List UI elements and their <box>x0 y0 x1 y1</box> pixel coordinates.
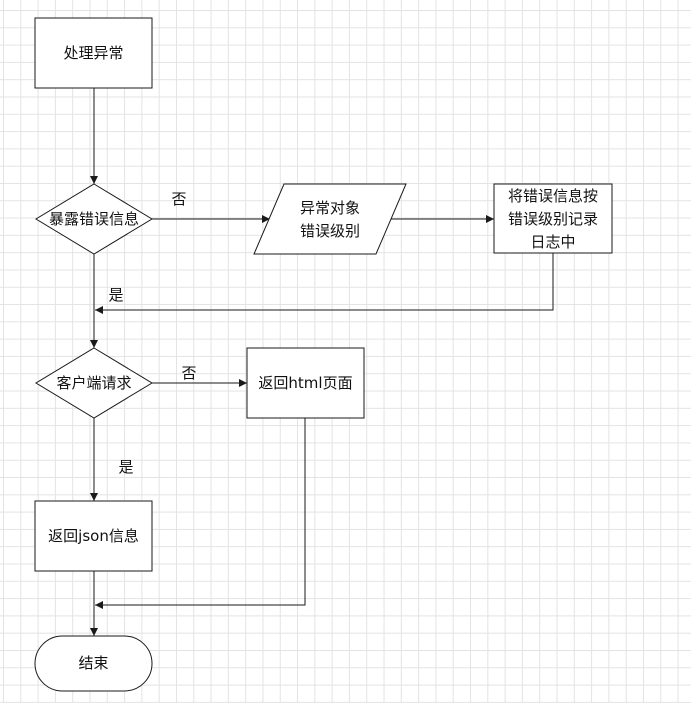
edge-log-to-merge <box>95 253 554 314</box>
node-exception-object: 异常对象 错误级别 <box>253 183 407 255</box>
edge-label-expose-no: 否 <box>171 190 186 208</box>
node-log-error: 将错误信息按 错误级别记录 日志中 <box>493 183 613 254</box>
node-end-label: 结束 <box>78 654 108 672</box>
node-handle-exception-label: 处理异常 <box>63 44 123 62</box>
node-client-request-decision: 客户端请求 <box>35 347 153 419</box>
node-expose-error-decision: 暴露错误信息 <box>35 183 153 255</box>
edge-label-client-no: 否 <box>181 364 196 382</box>
edge-label-client-yes: 是 <box>118 458 133 476</box>
node-handle-exception: 处理异常 <box>34 17 153 89</box>
node-exception-object-line-2: 错误级别 <box>300 222 360 240</box>
node-client-request-label: 客户端请求 <box>56 374 131 392</box>
node-log-error-line-3: 日志中 <box>530 233 575 251</box>
node-exception-object-line-1: 异常对象 <box>300 199 360 217</box>
node-return-html: 返回html页面 <box>246 347 365 419</box>
node-expose-error-label: 暴露错误信息 <box>49 210 139 228</box>
node-log-error-line-2: 错误级别记录 <box>508 210 598 228</box>
edge-label-expose-yes: 是 <box>108 286 123 304</box>
node-return-json: 返回json信息 <box>34 500 153 572</box>
node-log-error-line-1: 将错误信息按 <box>508 187 598 205</box>
node-return-html-label: 返回html页面 <box>258 374 352 392</box>
node-return-json-label: 返回json信息 <box>48 527 139 545</box>
node-end-terminator: 结束 <box>34 635 153 692</box>
edge-html-to-merge <box>95 418 306 609</box>
